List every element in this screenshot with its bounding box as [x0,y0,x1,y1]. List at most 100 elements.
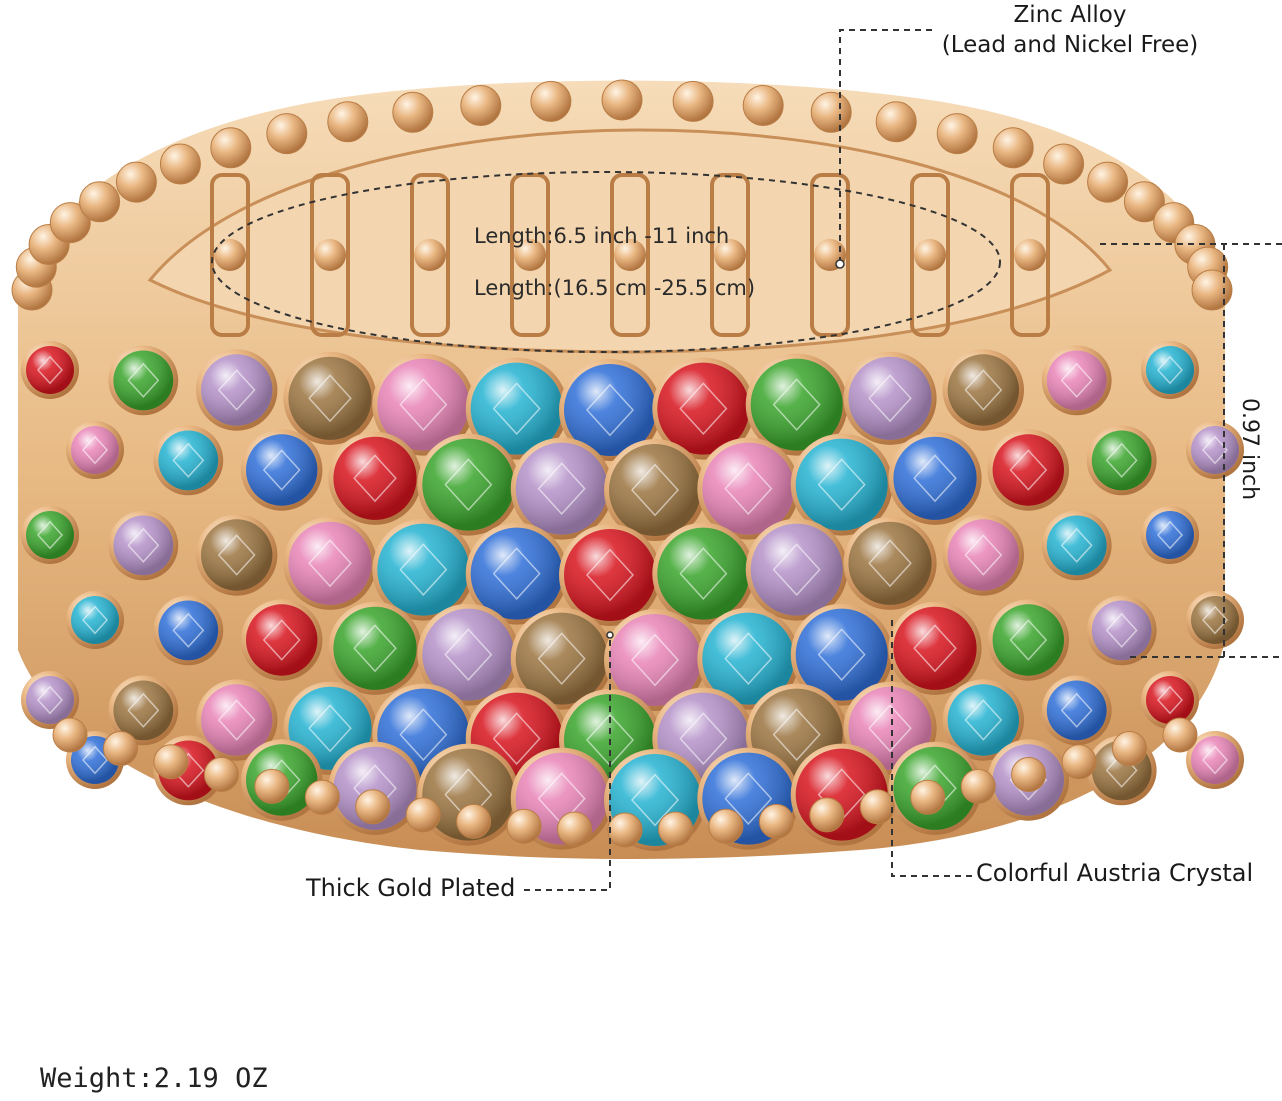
crystal-shine [113,515,174,576]
crystal-facet [308,374,352,423]
bottom-bead [910,779,946,815]
crystal-shine [201,684,273,756]
bottom-bead [960,768,996,804]
rim-bead [460,85,502,126]
crystal-facet [772,708,821,762]
crystal-shine [657,362,750,455]
crystal-shine [848,356,932,440]
rim-bead [936,113,978,155]
crystal-facet [1201,605,1229,635]
crystal-facet [172,442,205,478]
inner-link [910,173,950,337]
crystal-facet [1009,619,1048,661]
crystal-facet [724,462,773,516]
bottom-bead [809,797,845,833]
crystal-facet [630,773,680,827]
inner-link [210,173,250,337]
crystal-facet [537,462,586,516]
bottom-bead [506,808,542,844]
crystal-facet [36,685,64,715]
crystal-shine [288,521,372,605]
crystal-facet [127,362,160,398]
crystal-shine [1191,596,1239,644]
bottom-bead [708,808,744,844]
crystal-shine [657,527,750,620]
crystal-facet [353,454,397,503]
crystal-facet [444,628,493,682]
rim-bead [875,101,917,143]
crystal-shine [470,362,563,455]
inner-links [210,173,1050,337]
crystal-shine [1191,426,1239,474]
crystal-shine [422,748,515,841]
material-line2: (Lead and Nickel Free) [941,32,1199,58]
crystal-shine [333,606,417,690]
material-line1: Zinc Alloy [1013,2,1127,28]
crystal-facet [81,605,109,635]
rim-bead [601,79,643,121]
crystal-shine [893,436,977,520]
crystal-shine [246,604,318,676]
crystal-facet [127,527,160,563]
crystal-shine [564,364,656,456]
crystal-shine [333,746,417,830]
bottom-bead [304,779,340,815]
rim-beads [11,79,1233,311]
inner-link-bead [314,239,346,271]
plating-leader-line [524,635,611,891]
crystal-shine [564,529,656,621]
rim-bead [672,80,714,122]
rim-bead [392,91,434,133]
crystal-facet [1156,520,1184,550]
crystal-shine [113,680,174,741]
crystal-facet [964,699,1003,741]
inner-link-bead [714,239,746,271]
crystal-shine [288,356,372,440]
crystal-facet [772,378,821,432]
crystal-facet [81,435,109,465]
crystal-facet [585,548,635,602]
crystal-shine [1046,680,1107,741]
crystal-shine [1146,346,1194,394]
crystal-facet [492,382,541,436]
crystal-facet [399,708,448,762]
inner-link-bead [1014,239,1046,271]
crystal-shine [515,612,608,705]
crystal-shine [848,521,932,605]
crystal-facet [399,378,448,432]
crystal-facet [217,369,256,411]
crystal-facet [217,699,256,741]
crystal-shine [377,523,470,616]
crystals [21,341,1244,851]
crystal-facet [913,624,957,673]
crystal-facet [868,374,912,423]
crystal-facet [537,632,586,686]
crystal-shine [947,519,1019,591]
crystal-shine [702,612,795,705]
bottom-bead [52,717,88,753]
crystal-shine [750,523,843,616]
crystal-facet [772,543,821,597]
crystal-shine [158,600,219,661]
crystal-facet [36,520,64,550]
crystal-facet [353,624,397,673]
rim-bead [1123,181,1165,223]
rim-bead [1043,143,1085,185]
crystal-shine [609,614,701,706]
crystal-shine [201,519,273,591]
bottom-bead [658,811,693,847]
bottom-bead [1112,731,1147,766]
crystal-facet [262,619,301,661]
inner-link [410,173,450,337]
rim-bead [159,143,201,185]
inner-link [310,173,350,337]
crystal-facet [308,539,352,588]
crystal-facet [679,382,728,436]
inner-link [510,173,550,337]
crystal-facet [724,632,773,686]
rim-bead [810,91,852,133]
crystal-shine [515,442,608,535]
crystal-facet [81,745,109,775]
crystal-facet [262,449,301,491]
bottom-bead [103,731,138,766]
